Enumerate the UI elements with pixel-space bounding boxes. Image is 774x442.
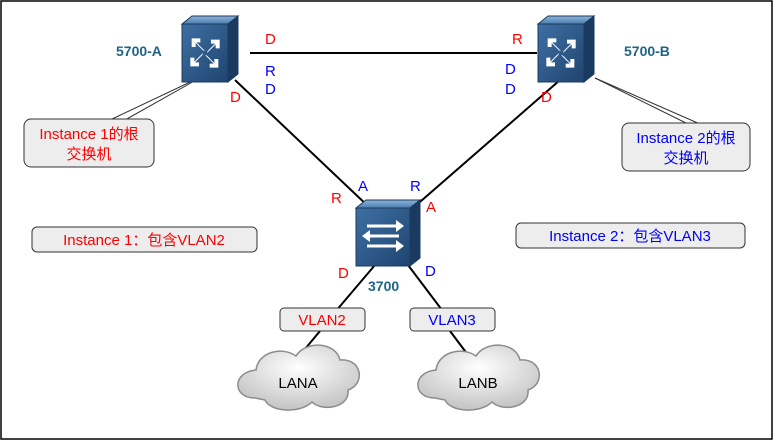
callout-instance2-line1: Instance 2的根 (636, 130, 735, 147)
switch-3700[interactable] (354, 198, 422, 268)
callout-instance1-root: Instance 1的根 交换机 (23, 118, 155, 168)
port-a-mid-r: R (265, 63, 276, 80)
port-c-left-a: A (358, 178, 368, 195)
layer3-switch-icon (181, 23, 229, 83)
link-b-3700 (412, 79, 561, 209)
port-a-left: D (230, 89, 241, 106)
cloud-lanb-label: LANB (458, 375, 497, 392)
port-b-mid: D (505, 61, 516, 78)
link-a-3700 (234, 79, 371, 209)
label-3700: 3700 (368, 278, 399, 294)
callout-instance2-line2: 交换机 (663, 149, 708, 167)
port-c-bottom-left: D (338, 265, 349, 282)
instance1-vlan-box: Instance 1：包含VLAN2 (31, 226, 258, 253)
instance1-vlan-text: Instance 1：包含VLAN2 (63, 232, 225, 249)
cloud-lana: LANA (237, 344, 361, 411)
port-c-right-a: A (426, 199, 436, 216)
instance2-vlan-text: Instance 2：包含VLAN3 (549, 228, 711, 245)
label-5700-a: 5700-A (116, 43, 162, 59)
layer3-switch-icon (537, 23, 585, 83)
callout-instance1-line2: 交换机 (66, 145, 111, 163)
label-5700-b: 5700-B (624, 43, 670, 59)
port-b-top: R (512, 31, 523, 48)
callout-instance2-root: Instance 2的根 交换机 (621, 122, 751, 172)
vlan3-tag: VLAN3 (409, 307, 496, 332)
vlan3-label: VLAN3 (428, 312, 476, 329)
callout-pointer-right (594, 77, 701, 125)
port-a-top: D (265, 31, 276, 48)
port-b-low: D (505, 81, 516, 98)
port-c-left-r: R (331, 190, 342, 207)
cloud-lana-label: LANA (278, 375, 317, 392)
port-a-mid-d: D (265, 81, 276, 98)
port-b-right: D (541, 89, 552, 106)
port-c-bottom-right: D (425, 263, 436, 280)
vlan2-label: VLAN2 (298, 312, 346, 329)
vlan2-tag: VLAN2 (279, 307, 366, 332)
cloud-lanb: LANB (417, 344, 541, 411)
switch-5700-a[interactable] (180, 14, 240, 84)
instance2-vlan-box: Instance 2：包含VLAN3 (515, 222, 746, 249)
switch-5700-b[interactable] (536, 14, 596, 84)
callout-instance1-line1: Instance 1的根 (39, 126, 138, 143)
port-c-right-r: R (410, 178, 421, 195)
